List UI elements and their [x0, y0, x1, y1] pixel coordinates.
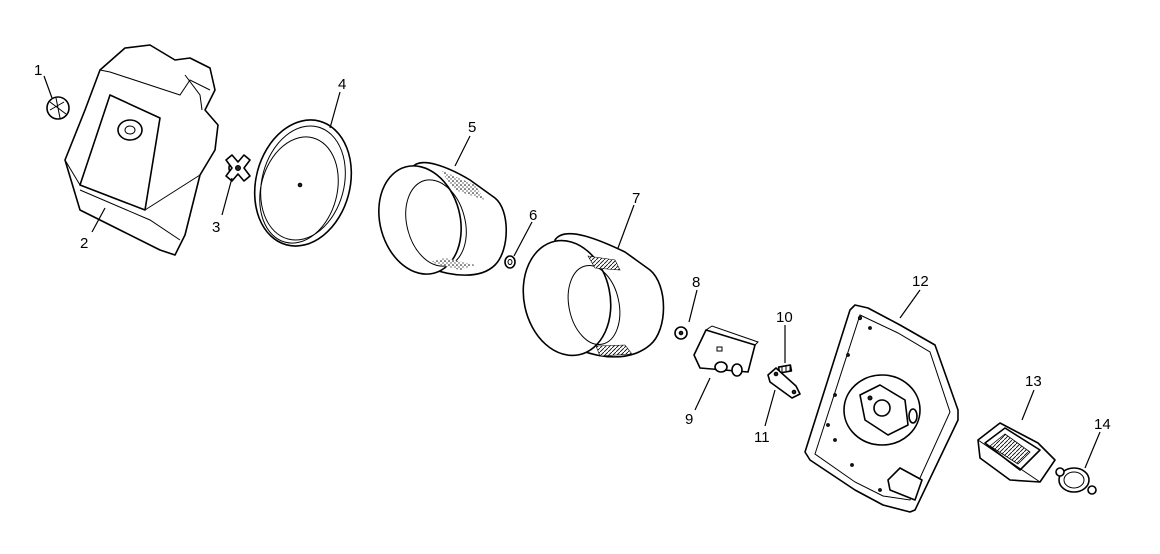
callout-4: 4 — [338, 76, 346, 93]
part-9-bracket — [693, 325, 759, 377]
callout-3: 3 — [212, 219, 220, 236]
leader-8 — [688, 289, 698, 323]
leader-14 — [1084, 431, 1101, 469]
part-7-filter-element — [522, 232, 665, 358]
part-4-filter-base — [253, 119, 353, 247]
leader-3 — [221, 177, 233, 216]
callout-5: 5 — [468, 119, 476, 136]
leader-13 — [1021, 389, 1035, 421]
leader-11 — [764, 389, 776, 427]
leader-7 — [617, 204, 635, 249]
part-6-nut — [504, 255, 516, 269]
part-2-cover — [64, 44, 219, 256]
callout-10: 10 — [776, 309, 793, 326]
part-12-back-plate — [804, 304, 959, 513]
leader-12 — [899, 289, 921, 319]
leader-5 — [454, 135, 471, 167]
leader-4 — [329, 91, 341, 129]
leader-lines — [43, 75, 1101, 469]
callout-9: 9 — [685, 411, 693, 428]
part-8-washer — [674, 326, 688, 340]
callout-7: 7 — [632, 190, 640, 207]
callout-8: 8 — [692, 274, 700, 291]
part-14-gasket — [1055, 467, 1097, 495]
leader-2 — [91, 207, 106, 233]
callout-11: 11 — [754, 429, 770, 446]
callout-14: 14 — [1094, 416, 1111, 433]
callout-12: 12 — [912, 273, 929, 290]
callout-labels: 1 2 3 4 5 6 7 8 9 10 11 12 13 14 — [34, 62, 1111, 446]
callout-1: 1 — [34, 62, 42, 79]
callout-13: 13 — [1025, 373, 1042, 390]
part-13-duct — [977, 422, 1056, 483]
callout-6: 6 — [529, 207, 537, 224]
leader-9 — [694, 377, 711, 411]
part-1-knob — [46, 96, 70, 120]
part-5-prefilter — [378, 161, 507, 276]
leader-1 — [43, 75, 53, 99]
part-11-plate — [767, 367, 801, 399]
callout-2: 2 — [80, 235, 88, 252]
leader-6 — [513, 221, 533, 257]
part-3-wing-nut — [225, 154, 251, 182]
